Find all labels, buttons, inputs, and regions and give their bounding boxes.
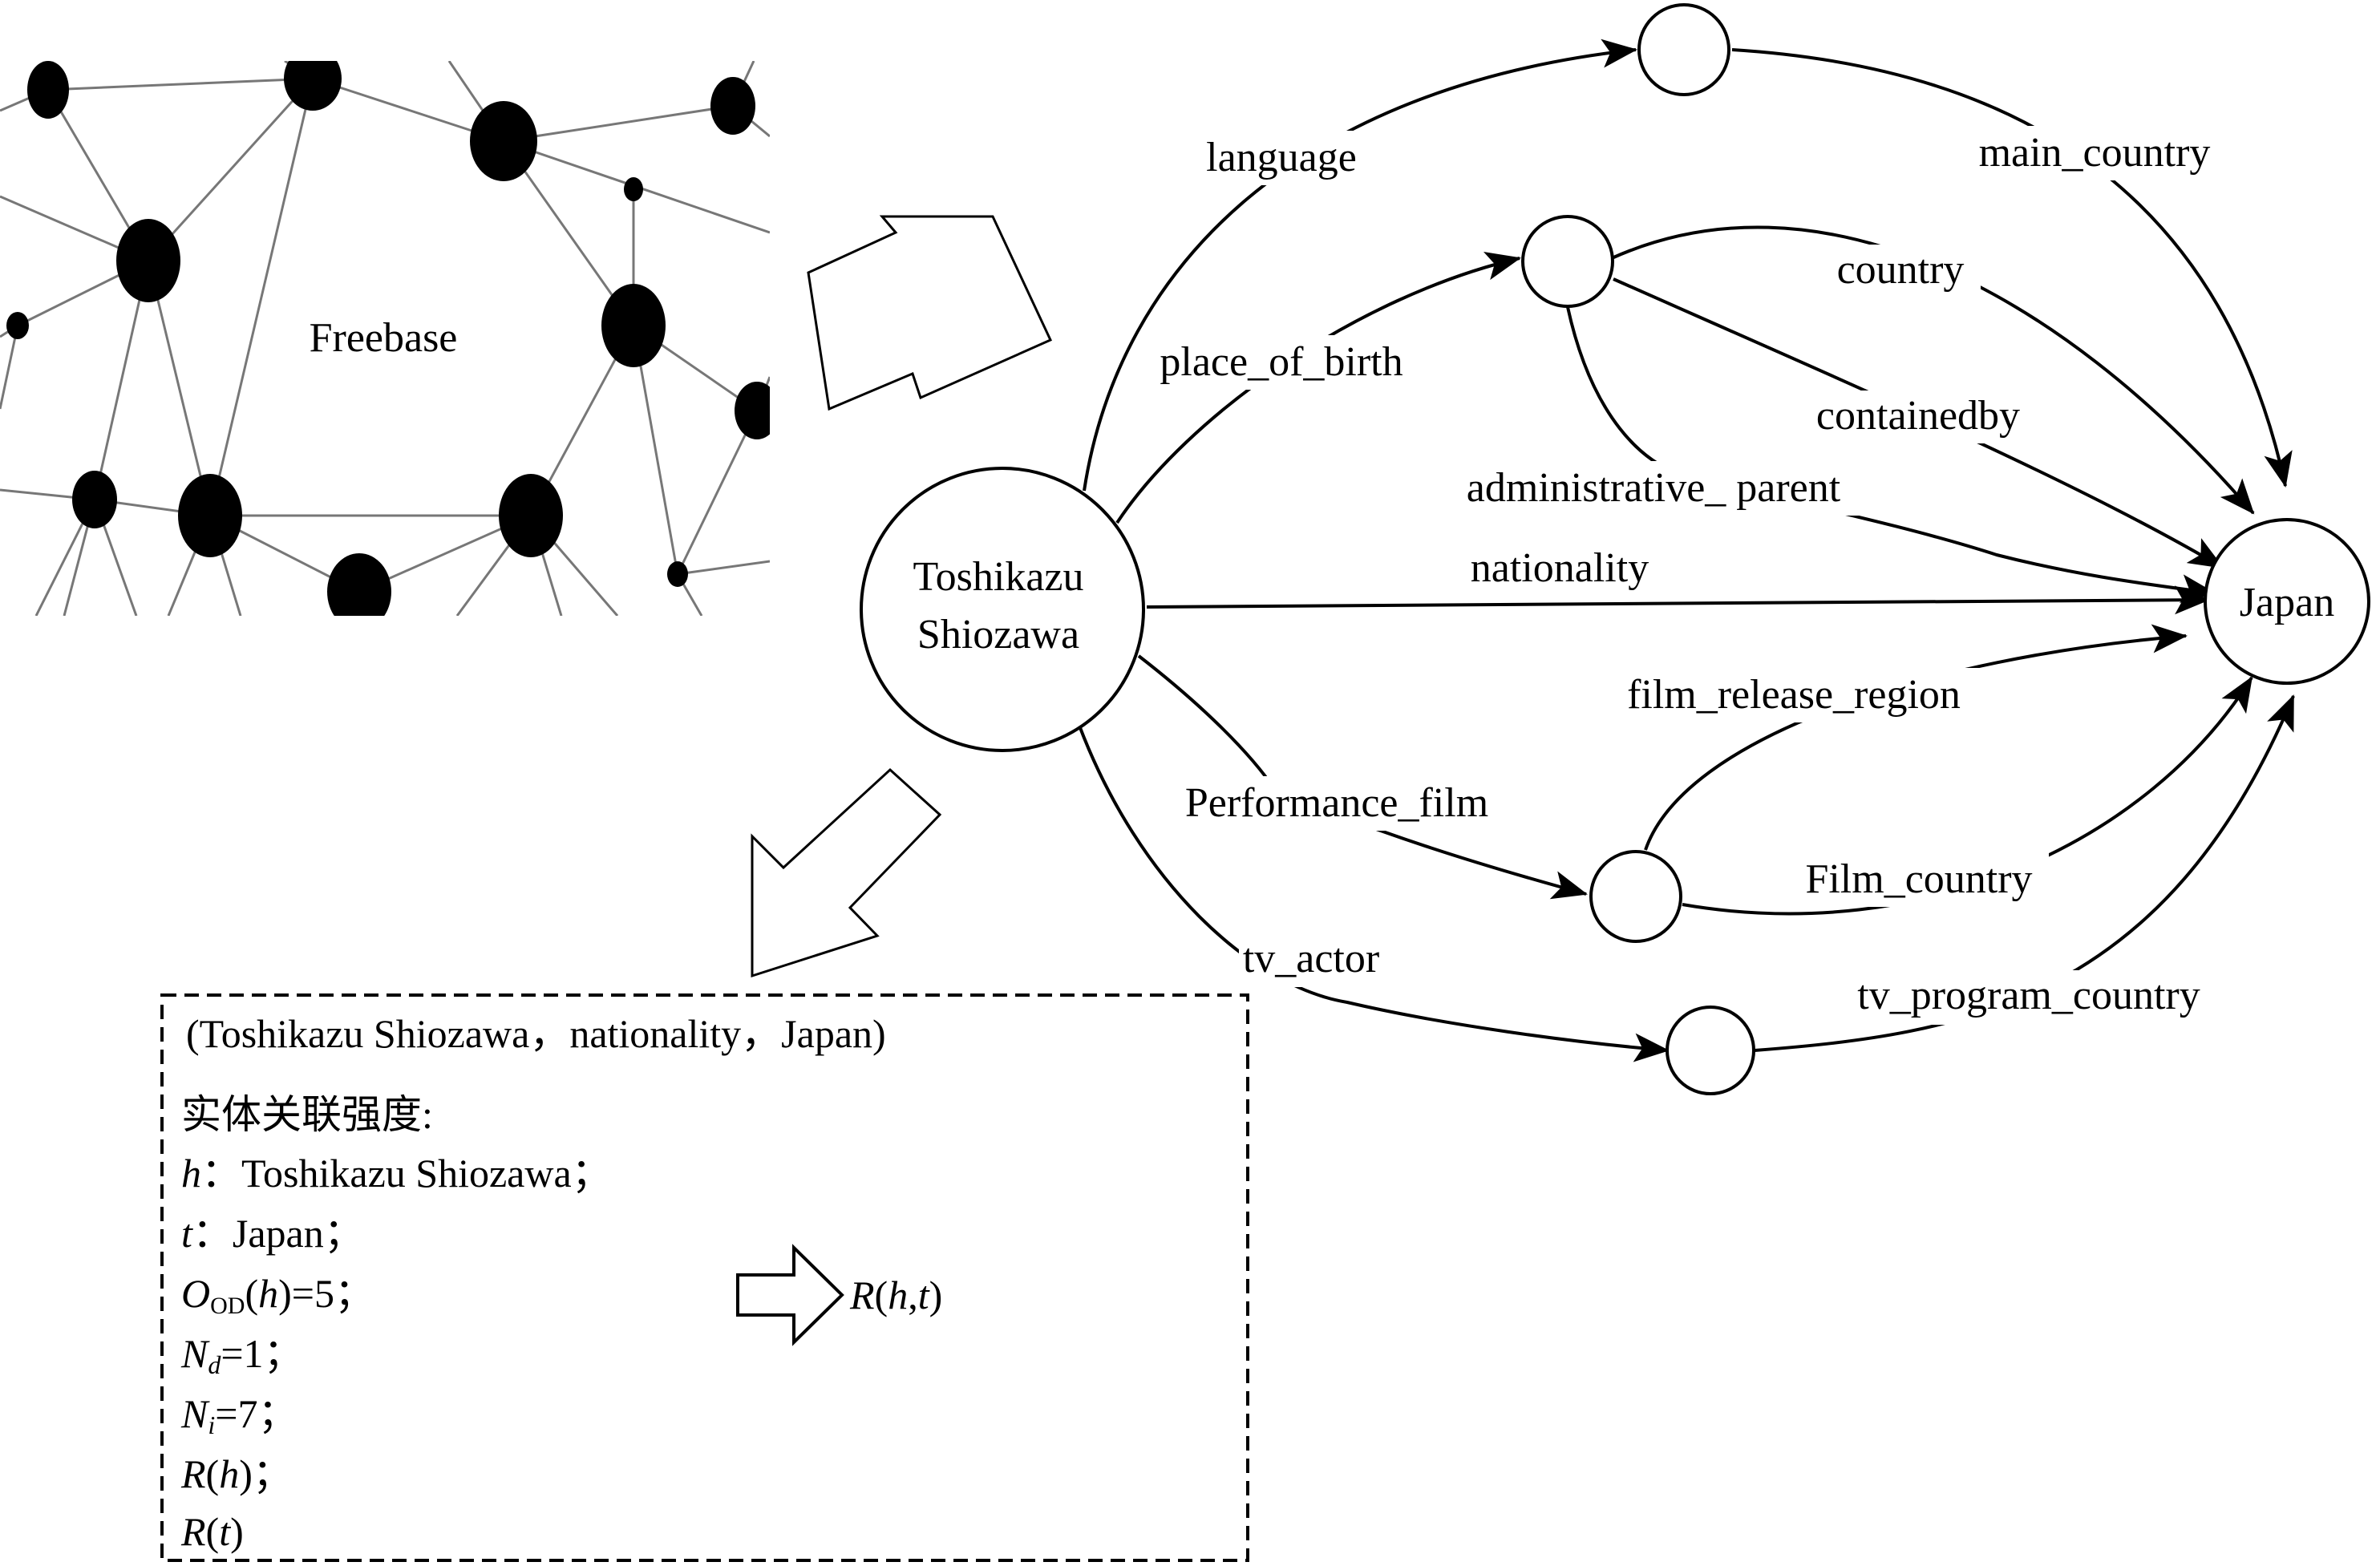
- relation-tv-actor: tv_actor: [1243, 936, 1379, 981]
- edge-language: [1083, 38, 1637, 492]
- freebase-network: [0, 61, 770, 616]
- edge-nationality: [1146, 585, 2210, 615]
- block-arrow-down-left: [751, 767, 942, 978]
- relation-film-country: Film_country: [1805, 856, 2032, 902]
- relation-tv-program-country: tv_program_country: [1857, 973, 2200, 1018]
- relation-administrative-parent: administrative_ parent: [1467, 465, 1841, 511]
- result-formula: R(h,t): [849, 1273, 942, 1317]
- tail-line: t：Japan；: [181, 1211, 364, 1256]
- relation-main-country: main_country: [1979, 130, 2211, 176]
- graph-edges: [1078, 38, 2295, 1062]
- head-entity-label-line2: Shiozawa: [917, 612, 1079, 658]
- head-line: h：Toshikazu Shiozawa；: [181, 1151, 612, 1196]
- intermediate-node-tv: [1666, 1006, 1755, 1095]
- info-box: [160, 993, 1249, 1562]
- relation-country: country: [1837, 247, 1965, 293]
- relation-film-release-region: film_release_region: [1627, 672, 1961, 718]
- relation-performance-film: Performance_film: [1185, 780, 1488, 826]
- intermediate-node-birthplace: [1521, 215, 1614, 308]
- triple-text: (Toshikazu Shiozawa，nationality，Japan): [186, 1011, 886, 1056]
- edge-performance-film: [1137, 654, 1588, 900]
- block-arrow-right: [807, 215, 1053, 411]
- head-entity-node: [860, 467, 1145, 752]
- relation-language: language: [1206, 135, 1357, 180]
- tail-entity-label: Japan: [2240, 580, 2334, 625]
- edge-tv-actor: [1078, 725, 1670, 1062]
- strength-heading: 实体关联强度:: [181, 1092, 433, 1137]
- relation-nationality: nationality: [1471, 545, 1649, 591]
- graph-nodes: [860, 3, 2370, 1095]
- nd-line: Nd=1；: [180, 1331, 304, 1379]
- intermediate-node-film: [1589, 850, 1682, 943]
- relation-place-of-birth: place_of_birth: [1160, 339, 1402, 385]
- tail-entity-node: [2204, 518, 2370, 685]
- edge-administrative-parent: [1566, 306, 2216, 604]
- rt-line: R(t): [180, 1509, 244, 1554]
- head-entity-label-line1: Toshikazu: [913, 554, 1084, 600]
- freebase-label: Freebase: [310, 315, 458, 361]
- relation-containedby: containedby: [1816, 393, 2020, 439]
- intermediate-node-language: [1637, 3, 1730, 96]
- result-arrow: [736, 1244, 844, 1346]
- outdegree-line: OOD(h)=5；: [181, 1271, 374, 1319]
- rh-line: R(h)；: [180, 1451, 293, 1496]
- ni-line: Ni=7；: [180, 1391, 298, 1439]
